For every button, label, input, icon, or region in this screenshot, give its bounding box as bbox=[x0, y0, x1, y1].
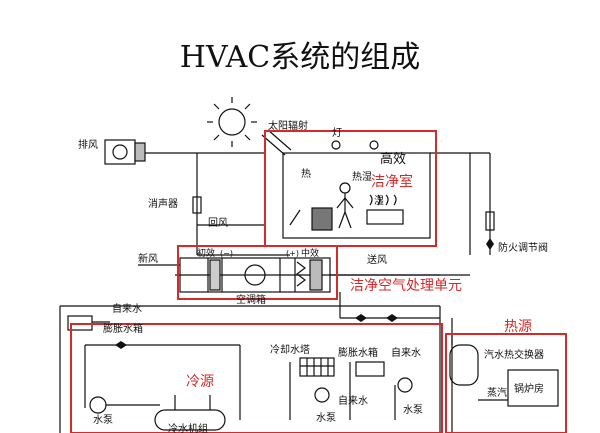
fire-damper-label: 防火调节阀 bbox=[498, 241, 548, 254]
solar-label: 太阳辐射 bbox=[268, 119, 308, 132]
silencer-label: 消声器 bbox=[148, 197, 178, 210]
expansion-tank-2: 膨胀水箱 bbox=[338, 346, 378, 359]
cold-source-label: 冷源 bbox=[186, 374, 214, 390]
minus-label: (−) bbox=[220, 249, 233, 258]
makeup-water-2: 自来水 bbox=[391, 346, 421, 359]
cooling-tower-icon bbox=[299, 357, 335, 377]
slide-title: HVAC系统的组成 bbox=[179, 40, 421, 75]
lamp-label: 灯 bbox=[332, 127, 342, 139]
chiller-label: 冷水机组 bbox=[168, 422, 208, 433]
pump-icon bbox=[314, 387, 330, 403]
sun-icon bbox=[207, 97, 257, 147]
clean-room-box bbox=[282, 152, 431, 239]
equipment-icon bbox=[311, 207, 333, 231]
silencer-icon bbox=[192, 196, 202, 214]
primary-label: 初效 bbox=[197, 247, 215, 259]
clean-ahu-label: 洁净空气处理单元 bbox=[350, 278, 462, 294]
hx-label: 汽水热交换器 bbox=[484, 348, 544, 361]
pump-label-2: 水泵 bbox=[316, 412, 336, 424]
makeup-water-3: 自来水 bbox=[338, 394, 368, 407]
chiller-icon bbox=[154, 409, 226, 431]
heat-label: 热 bbox=[301, 167, 311, 180]
heat-humid-label: 热湿 bbox=[352, 170, 372, 183]
expansion-tank-icon bbox=[355, 361, 385, 377]
steam-label: 蒸汽 bbox=[487, 386, 507, 399]
exhaust-label: 排风 bbox=[78, 138, 98, 151]
supply-air-label: 送风 bbox=[367, 253, 387, 266]
heat-source-highlight bbox=[445, 333, 567, 433]
lamp-icon bbox=[331, 140, 341, 150]
lamp-icon bbox=[369, 140, 379, 150]
plus-label: (+) bbox=[286, 249, 299, 258]
clean-room-highlight bbox=[264, 130, 437, 247]
cooling-tower-label: 冷却水塔 bbox=[270, 343, 310, 356]
ahu-label: 空调箱 bbox=[236, 293, 266, 306]
humid-label: 湿 bbox=[374, 195, 384, 207]
boiler-room-box bbox=[507, 369, 559, 407]
return-air-label: 回风 bbox=[208, 217, 228, 229]
exhaust-fan-icon bbox=[104, 139, 146, 165]
expansion-tank-1: 膨胀水箱 bbox=[103, 322, 143, 335]
pump-label-1: 水泵 bbox=[93, 414, 113, 426]
heat-source-label: 热源 bbox=[504, 319, 532, 335]
person-icon bbox=[336, 182, 354, 229]
humidifier-icon bbox=[366, 209, 404, 225]
clean-room-label: 洁净室 bbox=[371, 173, 413, 190]
high-eff-label: 高效 bbox=[380, 151, 406, 167]
pump-icon bbox=[397, 377, 413, 393]
medium-label: 中效 bbox=[301, 247, 319, 259]
heat-exchanger-icon bbox=[449, 333, 479, 386]
pump-icon bbox=[89, 396, 107, 414]
boiler-label: 锅炉房 bbox=[514, 382, 544, 395]
ahu-highlight bbox=[177, 245, 338, 300]
cold-source-highlight bbox=[70, 323, 443, 433]
fresh-air-label: 新风 bbox=[138, 252, 158, 265]
makeup-water-1: 自来水 bbox=[112, 302, 142, 315]
pump-label-3: 水泵 bbox=[403, 404, 423, 416]
air-handling-unit bbox=[179, 257, 331, 293]
fire-damper-icon bbox=[485, 211, 495, 231]
